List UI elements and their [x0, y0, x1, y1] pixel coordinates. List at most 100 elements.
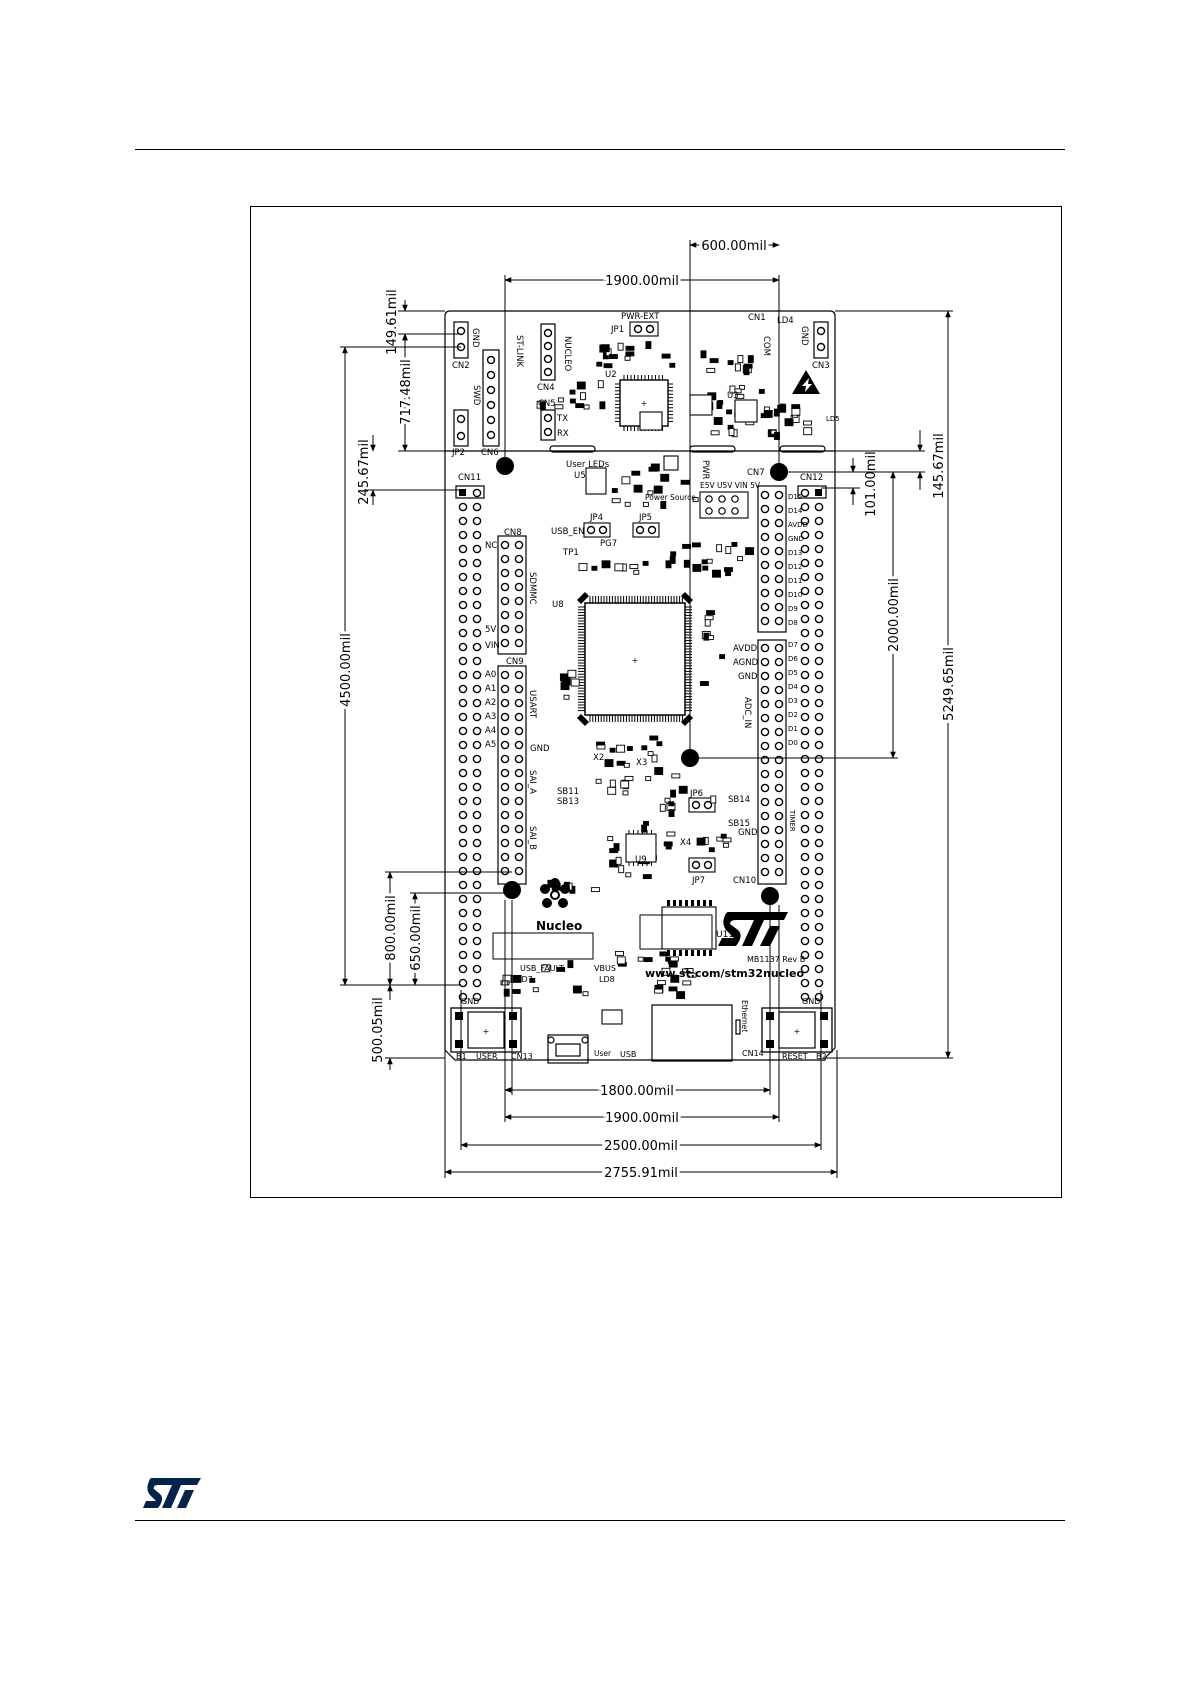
- jp2-frame: [453, 409, 469, 447]
- label-sb13: SB13: [557, 797, 579, 807]
- cn9-pin: [514, 796, 524, 806]
- label-rx: RX: [557, 429, 569, 439]
- smd-component: [641, 745, 648, 751]
- cn12-pin: [800, 740, 810, 750]
- st-logo-silkscreen: [718, 912, 788, 946]
- label-user: USER: [476, 1052, 498, 1061]
- cn11-pin: [458, 614, 468, 624]
- smd-component: [664, 797, 671, 803]
- cn10-frame: [757, 639, 787, 885]
- smd-component: [604, 759, 614, 768]
- mcu-u8: +: [577, 592, 693, 726]
- cn12-pin: [814, 810, 824, 820]
- label-pwr: PWR: [700, 460, 710, 480]
- smd-component: [712, 569, 721, 578]
- cn9-pin: [500, 810, 510, 820]
- smd-component: [726, 409, 733, 415]
- cn12-pin: [814, 894, 824, 904]
- cn11-pin1: [459, 489, 466, 496]
- cn9-pin: [500, 754, 510, 764]
- cn4-pin: [543, 328, 553, 338]
- cn11-pin: [458, 964, 468, 974]
- label-ethernet: Ethernet: [740, 1000, 749, 1032]
- cn8-pin: [500, 596, 510, 606]
- smd-component: [649, 735, 659, 741]
- cn9-pin: [500, 670, 510, 680]
- smd-component: [539, 401, 546, 410]
- cn3-pin: [816, 342, 826, 352]
- cn8-pin: [514, 624, 524, 634]
- smd-component: [727, 360, 734, 366]
- cn12-pin: [814, 600, 824, 610]
- smd-component: [559, 673, 569, 682]
- cn12-pin: [814, 950, 824, 960]
- cn12-pin: [800, 670, 810, 680]
- cn10-pin: [760, 811, 770, 821]
- smd-component: [670, 551, 677, 557]
- cn4-pin: [543, 341, 553, 351]
- smd-component: [654, 485, 661, 491]
- smd-component: [616, 744, 626, 753]
- label-d7: D7: [788, 641, 798, 649]
- smd-component: [700, 350, 707, 359]
- smd-component: [803, 427, 813, 436]
- cn11-pin: [458, 796, 468, 806]
- nucleo-logo: [540, 878, 570, 908]
- smd-component: [617, 342, 624, 351]
- label-cn8: CN8: [504, 528, 522, 538]
- smd-component: [642, 560, 649, 566]
- cn10-pin: [760, 741, 770, 751]
- cn11-pin: [458, 936, 468, 946]
- cn10-pin: [760, 685, 770, 695]
- smd-component: [611, 498, 621, 504]
- cn11-pin: [472, 936, 482, 946]
- smd-component: [556, 966, 566, 972]
- cn7-pin: [760, 490, 770, 500]
- label-user-usb: User: [594, 1049, 612, 1058]
- cn8-frame: [497, 535, 527, 655]
- power-jumper-pin: [731, 495, 739, 503]
- cn12-pin: [814, 586, 824, 596]
- cn7-pin: [774, 490, 784, 500]
- component-field: [500, 341, 813, 1025]
- header-rule: [135, 149, 1065, 150]
- smd-component: [743, 367, 750, 376]
- smd-component: [760, 413, 770, 419]
- cn12-pin: [800, 572, 810, 582]
- cn3-frame: [813, 321, 829, 359]
- smd-component: [669, 956, 679, 962]
- cn8-pin: [500, 610, 510, 620]
- label-tp1: TP1: [562, 548, 579, 558]
- cn8-pin: [514, 568, 524, 578]
- label-gnd-cn10: GND: [738, 672, 758, 682]
- cn12-pin: [800, 978, 810, 988]
- smd-component: [621, 476, 631, 485]
- cn12-pin: [800, 684, 810, 694]
- u11-pin: [685, 950, 688, 956]
- smd-component: [643, 957, 653, 963]
- power-jumper-pin: [718, 495, 726, 503]
- cn11-pin: [458, 600, 468, 610]
- cn12-pin: [800, 726, 810, 736]
- cn9-pin: [514, 866, 524, 876]
- smd-component: [687, 972, 697, 978]
- label-a4: A4: [485, 726, 496, 736]
- smd-component: [511, 989, 521, 994]
- cn12-pin: [800, 824, 810, 834]
- label-gnd-cn10b: GND: [738, 828, 758, 838]
- cn7-pin: [774, 546, 784, 556]
- u11-pin: [691, 900, 694, 906]
- st-logo: [143, 1478, 201, 1508]
- cn7-pin: [774, 504, 784, 514]
- smd-component: [624, 775, 634, 781]
- smd-component: [596, 361, 603, 367]
- smd-component: [713, 417, 723, 425]
- smd-component: [609, 747, 616, 753]
- label-agnd: AGND: [733, 658, 759, 668]
- u11-pin: [709, 900, 712, 906]
- dim-149: 149.61mil: [385, 289, 400, 354]
- cn11-pin: [458, 824, 468, 834]
- dim-145: 145.67mil: [932, 433, 947, 498]
- smd-component: [709, 358, 719, 364]
- header-cn12: [800, 488, 824, 1002]
